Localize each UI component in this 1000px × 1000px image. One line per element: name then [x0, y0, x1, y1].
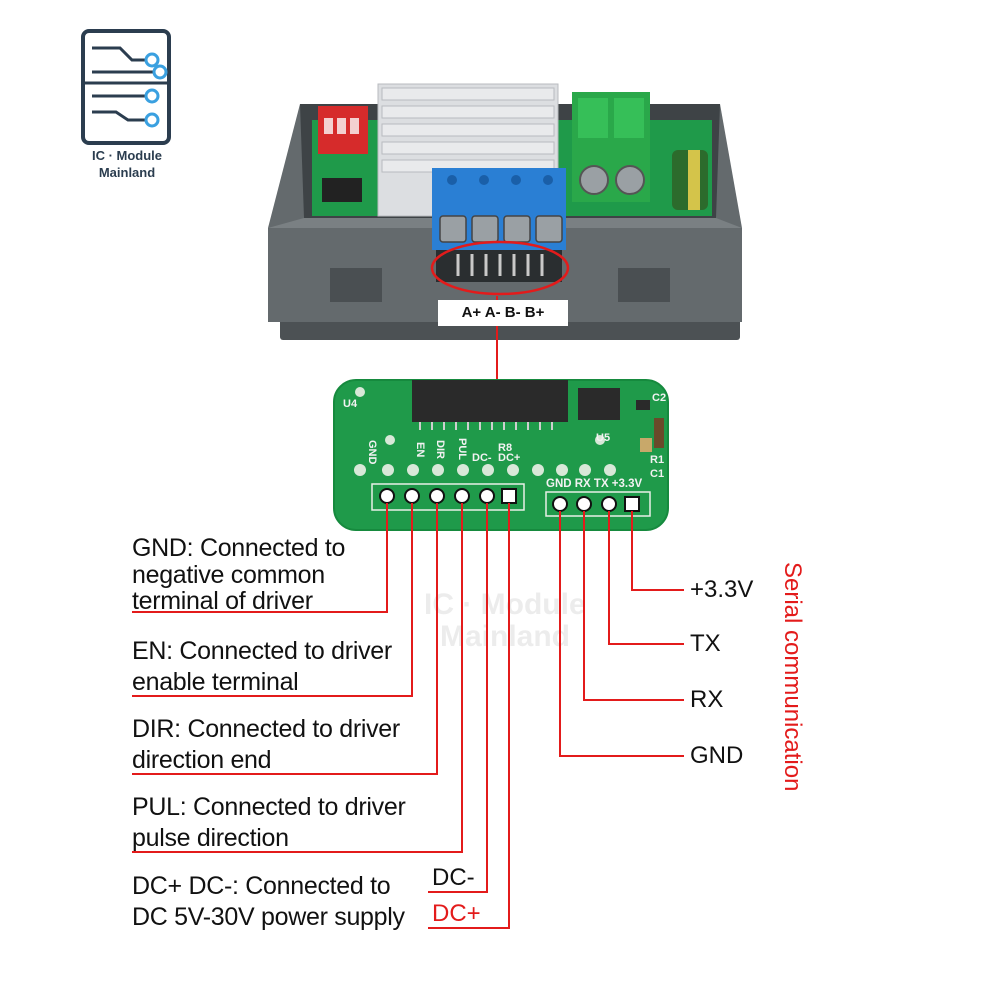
- leader-serial-rx: [583, 511, 684, 701]
- circuit-board-icon: [81, 29, 171, 145]
- dir-desc-line-2: direction end: [132, 746, 272, 774]
- logo-line-1: IC · Module: [91, 148, 163, 163]
- gnd-desc-line-2: negative common: [132, 561, 325, 589]
- gnd-desc-line-1: GND: Connected to: [132, 534, 346, 562]
- serial-pin-33v: +3.3V: [690, 576, 754, 603]
- leader-dc-minus: [428, 503, 488, 893]
- silk-dc-minus: DC-: [472, 452, 492, 464]
- pul-desc-line-1: PUL: Connected to driver: [132, 793, 406, 821]
- dc-plus-label: DC+: [432, 900, 481, 927]
- gnd-desc-line-3: terminal of driver: [132, 587, 313, 615]
- serial-communication-title: Serial communication: [779, 562, 806, 792]
- silk-r1: R1: [650, 454, 665, 466]
- motor-terminal-label: A+ A- B- B+: [438, 300, 568, 326]
- serial-pin-rx: RX: [690, 686, 724, 713]
- leader-serial-tx: [608, 511, 684, 645]
- silk-c1: C1: [650, 468, 665, 480]
- silk-c2: C2: [652, 392, 667, 404]
- dc-minus-label: DC-: [432, 864, 475, 891]
- serial-pin-gnd: GND: [690, 742, 744, 769]
- device-enclosure: [268, 83, 742, 380]
- leader-pul: [132, 503, 463, 853]
- leader-dc-plus: [428, 503, 510, 929]
- leader-dir: [132, 503, 438, 775]
- en-desc-line-2: enable terminal: [132, 668, 299, 696]
- dir-desc-line-1: DIR: Connected to driver: [132, 715, 400, 743]
- pul-desc-line-2: pulse direction: [132, 824, 289, 852]
- dc-desc-line-1: DC+ DC-: Connected to: [132, 872, 391, 900]
- en-desc-line-1: EN: Connected to driver: [132, 637, 392, 665]
- leader-serial-gnd: [559, 511, 684, 757]
- silk-r8: R8: [498, 442, 513, 454]
- control-pcb: [333, 379, 669, 531]
- logo-line-2: Mainland: [98, 165, 156, 180]
- dc-desc-line-2: DC 5V-30V power supply: [132, 903, 405, 931]
- silk-serial: GND RX TX +3.3V: [546, 478, 643, 490]
- leader-en: [132, 503, 413, 697]
- leader-serial-33v: [631, 511, 684, 591]
- silk-dc-plus: DC+: [498, 452, 521, 464]
- silk-u5: U5: [596, 432, 611, 444]
- leader-gnd: [132, 503, 388, 613]
- watermark-line-1: IC · Module: [424, 588, 586, 621]
- serial-pin-tx: TX: [690, 630, 721, 657]
- silk-u4: U4: [343, 398, 358, 410]
